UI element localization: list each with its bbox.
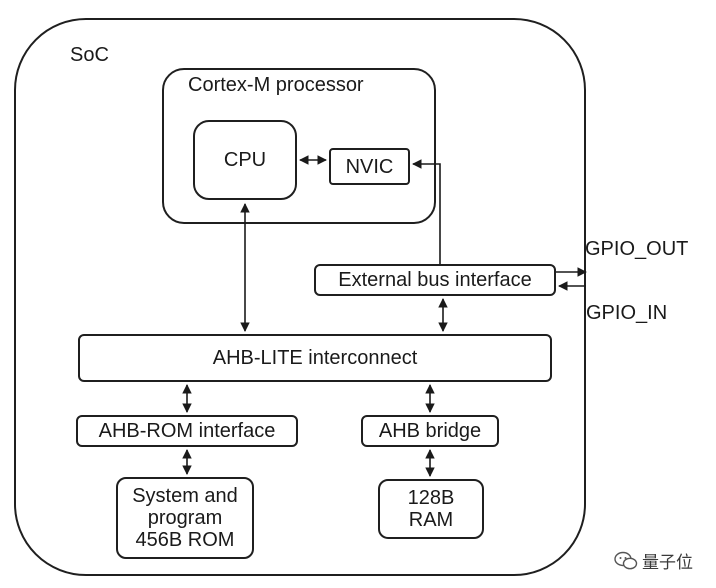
ahb-lite-interconnect-block: AHB-LITE interconnect [78, 334, 552, 382]
ebi-nvic-arrow [412, 159, 441, 264]
rom-label-line-1: System and [132, 485, 238, 507]
ram-label-line-1: 128B [407, 487, 455, 509]
ram-block: 128B RAM [378, 479, 484, 539]
gpio-in-label: GPIO_IN [586, 302, 668, 324]
watermark: 量子位 [614, 548, 693, 573]
ahb-rom-interface-label: AHB-ROM interface [98, 420, 276, 442]
ahb-bridge-block: AHB bridge [361, 415, 499, 447]
rom-label-line-2: program [147, 507, 223, 529]
wechat-icon [614, 551, 638, 569]
ahb-rom-interface-block: AHB-ROM interface [76, 415, 298, 447]
rom-label-line-3: 456B ROM [135, 529, 235, 551]
ahb-lite-label: AHB-LITE interconnect [212, 347, 418, 369]
soc-label: SoC [70, 44, 109, 66]
gpio-out-label: GPIO_OUT [585, 238, 689, 260]
rom-block: System and program 456B ROM [116, 477, 254, 559]
cpu-label: CPU [223, 149, 267, 171]
nvic-block: NVIC [329, 148, 410, 185]
ahb-bridge-label: AHB bridge [378, 420, 482, 442]
nvic-label: NVIC [345, 155, 394, 178]
cortex-m-label: Cortex-M processor [188, 74, 364, 96]
ram-label-line-2: RAM [408, 509, 454, 531]
external-bus-interface-label: External bus interface [338, 269, 532, 291]
watermark-text: 量子位 [642, 553, 693, 572]
external-bus-interface-block: External bus interface [314, 264, 556, 296]
cpu-block: CPU [193, 120, 297, 200]
